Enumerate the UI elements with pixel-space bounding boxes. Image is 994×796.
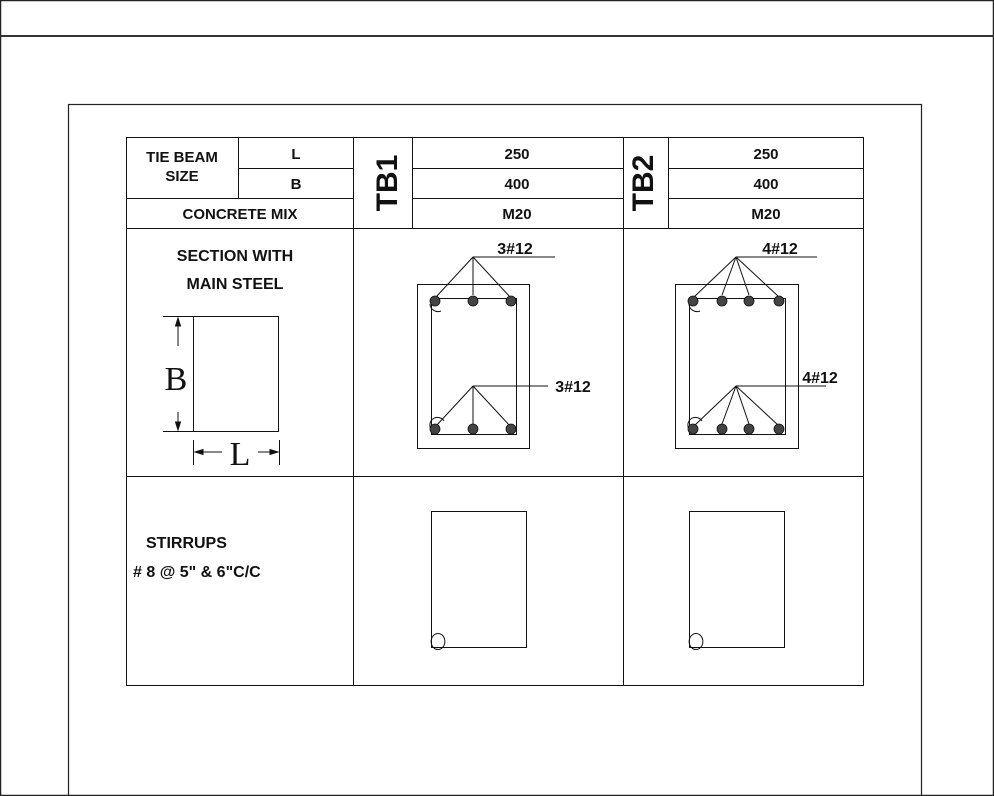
tb1-rebars [429, 295, 517, 435]
stirrups-label: STIRRUPS [146, 535, 227, 552]
stirrups-spec: # 8 @ 5" & 6"C/C [133, 564, 261, 581]
tb1-b-value: 400 [504, 176, 529, 193]
tie-beam-size-label-line1: TIE BEAM [146, 149, 218, 166]
section-label-line2: MAIN STEEL [187, 276, 284, 293]
tb2-bottom-steel-label: 4#12 [802, 370, 838, 387]
tb1-l-value: 250 [504, 146, 529, 163]
tb2-l-value: 250 [753, 146, 778, 163]
beam-id-tb2: TB2 [627, 155, 660, 212]
tb2-section-drawing [675, 256, 826, 449]
tb2-b-value: 400 [753, 176, 778, 193]
section-dim-b: B [165, 361, 188, 398]
dim-l-label: L [291, 146, 300, 163]
beam-id-tb1: TB1 [371, 155, 404, 212]
tb1-section-drawing [417, 256, 555, 449]
tb1-stirrup-drawing [430, 511, 527, 651]
generic-section-diagram [163, 316, 280, 465]
tb1-bottom-steel-label: 3#12 [555, 379, 591, 396]
section-dim-l: L [230, 436, 251, 473]
section-label-line1: SECTION WITH [177, 248, 293, 265]
schedule-table-grid [126, 137, 864, 686]
tb2-mix-value: M20 [751, 206, 780, 223]
dim-b-label: B [291, 176, 302, 193]
concrete-mix-label: CONCRETE MIX [182, 206, 297, 223]
tb2-stirrup-drawing [688, 511, 785, 651]
tie-beam-size-label-line2: SIZE [165, 168, 198, 185]
tb1-top-steel-label: 3#12 [497, 241, 533, 258]
tb2-rebars [687, 295, 785, 435]
tb1-mix-value: M20 [502, 206, 531, 223]
tb2-top-steel-label: 4#12 [762, 241, 798, 258]
